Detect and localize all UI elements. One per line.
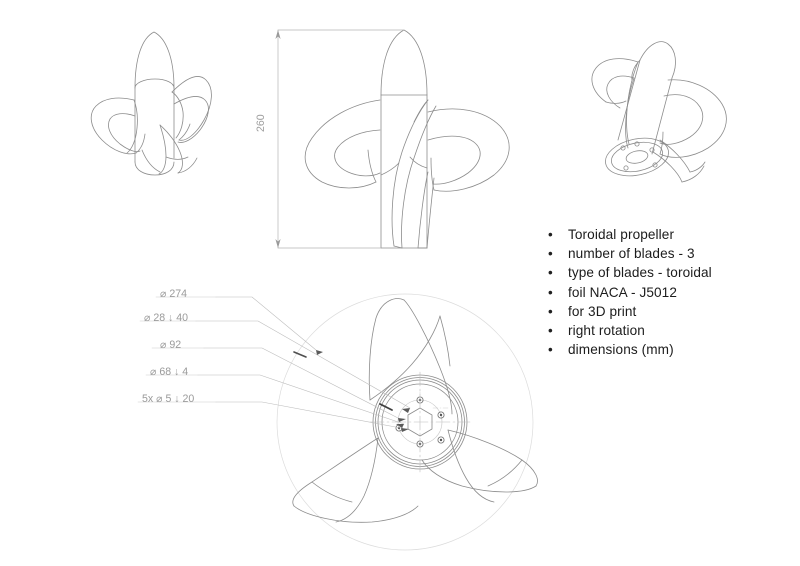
note-label: foil NACA - J5012: [568, 284, 677, 300]
notes-list: • Toroidal propeller • number of blades …: [548, 225, 792, 359]
bullet-icon: •: [548, 342, 553, 358]
tip-circle: [276, 293, 534, 551]
note-item: • right rotation: [548, 321, 792, 340]
note-label: for 3D print: [568, 303, 637, 319]
note-label: Toroidal propeller: [568, 227, 675, 242]
bullet-icon: •: [548, 322, 553, 338]
isometric-right-view: [591, 41, 727, 183]
leader-lines: [195, 296, 411, 429]
note-label: right rotation: [568, 322, 645, 338]
callout-bore-counterbore: ⌀ 28 ↓ 40: [144, 312, 189, 324]
bullet-icon: •: [548, 227, 553, 242]
callout-bolt-holes: 5x ⌀ 5 ↓ 20: [142, 393, 195, 405]
hex-bore: [407, 407, 433, 437]
front-elevation-view: [304, 29, 510, 249]
note-label: dimensions (mm): [568, 342, 674, 358]
note-item: • number of blades - 3: [548, 244, 792, 263]
bullet-icon: •: [548, 246, 553, 262]
note-label: number of blades - 3: [568, 246, 695, 262]
height-dimension-label: 260: [255, 114, 267, 132]
bullet-icon: •: [548, 265, 553, 281]
note-item: • type of blades - toroidal: [548, 263, 792, 282]
isometric-left-view: [90, 31, 212, 176]
bullet-icon: •: [548, 303, 553, 319]
note-item: • foil NACA - J5012: [548, 283, 792, 302]
centre-lines: [369, 371, 471, 473]
height-dimension: [277, 29, 405, 249]
bullet-icon: •: [548, 284, 553, 300]
note-item: • for 3D print: [548, 302, 792, 321]
callout-bolt-circle: ⌀ 68 ↓ 4: [150, 366, 189, 378]
callout-hub-diameter: ⌀ 92: [160, 339, 182, 351]
note-item: • dimensions (mm): [548, 340, 792, 359]
note-label: type of blades - toroidal: [568, 265, 712, 281]
plan-bottom-view: [137, 293, 538, 551]
callout-tip-diameter: ⌀ 274: [160, 288, 187, 300]
dimension-arrows: [275, 30, 281, 248]
note-item: • Toroidal propeller: [548, 225, 792, 244]
